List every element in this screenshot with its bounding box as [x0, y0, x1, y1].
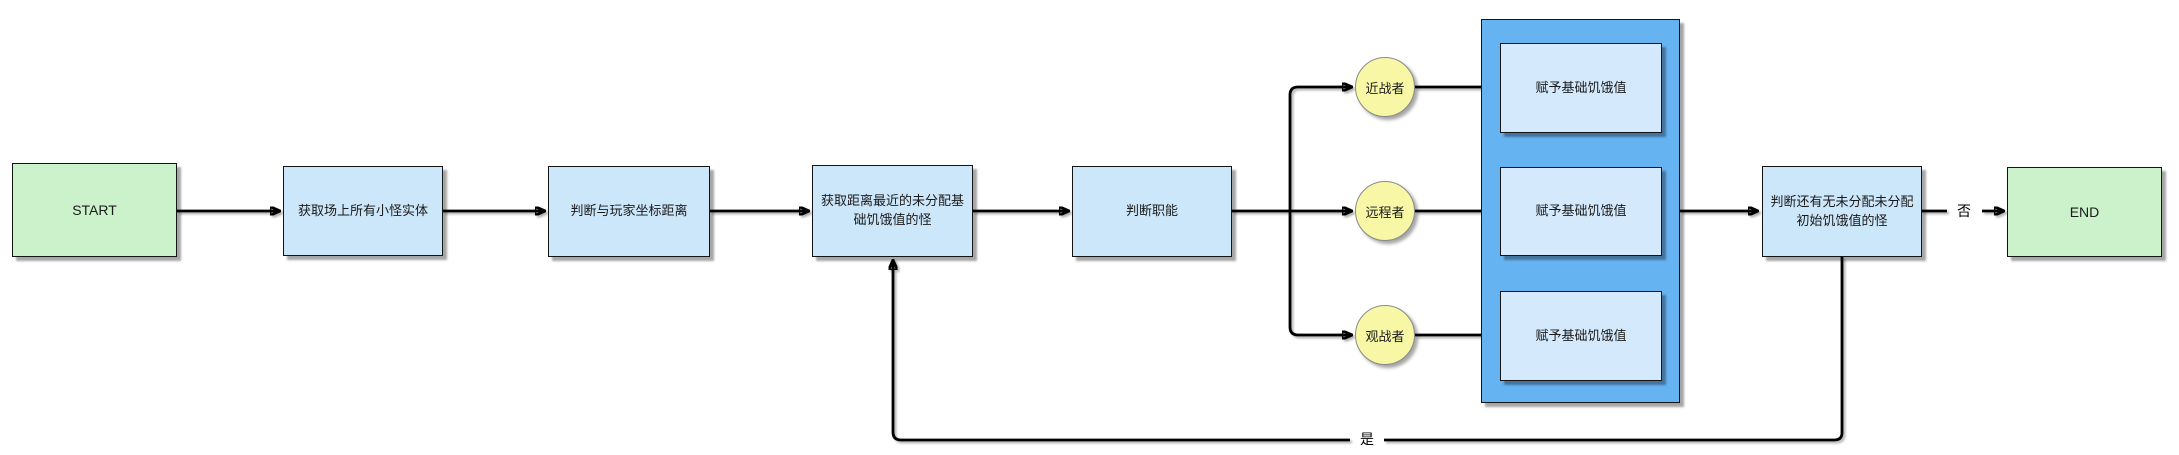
edge-judge-role-to-spectator	[1288, 211, 1351, 335]
node-role-ranged: 远程者	[1355, 181, 1415, 241]
node-assign-spectator: 赋予基础饥饿值	[1500, 291, 1662, 381]
node-check-remaining: 判断还有无未分配未分配初始饥饿值的怪	[1762, 166, 1922, 257]
edge-yes-label-to-get-nearest	[893, 261, 1350, 442]
node-role-melee: 近战者	[1355, 57, 1415, 117]
node-assign-ranged: 赋予基础饥饿值	[1500, 167, 1662, 256]
node-judge-player-distance: 判断与玩家坐标距离	[548, 166, 710, 257]
node-assign-melee: 赋予基础饥饿值	[1500, 43, 1662, 133]
edge-check-to-yes-label	[1384, 257, 1844, 442]
node-role-spectator: 观战者	[1355, 305, 1415, 365]
edge-judge-role-to-melee	[1288, 87, 1351, 211]
edge-label-no: 否	[1957, 203, 1971, 219]
edge-label-yes: 是	[1360, 431, 1374, 447]
node-start: START	[12, 163, 177, 257]
node-get-all-minions: 获取场上所有小怪实体	[283, 166, 443, 256]
node-judge-role: 判断职能	[1072, 166, 1232, 257]
node-get-nearest-unassigned: 获取距离最近的未分配基础饥饿值的怪	[812, 165, 973, 257]
node-end: END	[2007, 167, 2162, 257]
